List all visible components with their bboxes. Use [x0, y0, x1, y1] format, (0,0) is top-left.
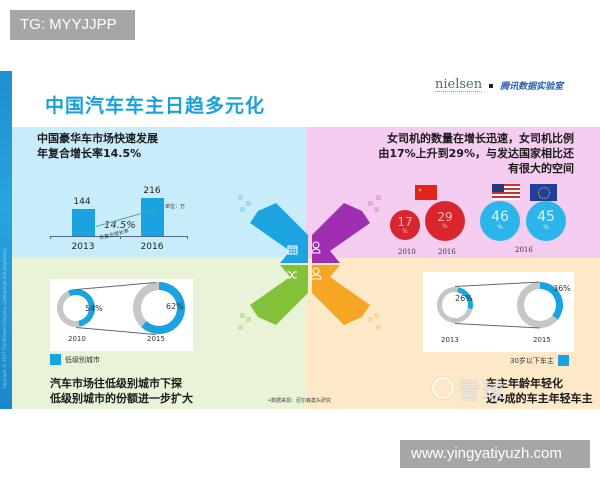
legend-label: 低级别城市 — [65, 355, 100, 364]
unit: % — [497, 224, 503, 231]
cagr-value: 14.5% — [104, 220, 136, 231]
unit: % — [543, 224, 549, 231]
center-x-graphic — [238, 195, 381, 330]
bar-2013 — [72, 209, 95, 236]
china-2010-circle: 17 % — [390, 210, 420, 240]
donut-year-2010: 2010 — [68, 335, 86, 343]
bl-heading-line1: 汽车市场往低级别城市下探 — [50, 377, 182, 390]
x-label-2016: 2016 — [140, 242, 164, 252]
china-2016-circle: 29 % — [425, 201, 465, 241]
bar-2016 — [141, 198, 164, 236]
brand-logos: nielsen 腾讯数据实验室 — [435, 77, 564, 92]
bl-heading-line2: 低级别城市的份额进一步扩大 — [50, 392, 193, 405]
br-heading: 车主年龄年轻化 近4成的车主年轻车主 — [486, 376, 593, 406]
br-heading-line1: 车主年龄年轻化 — [486, 377, 563, 390]
unit-label: 单位：万 — [165, 204, 186, 210]
value: 45 — [537, 209, 555, 225]
value: 17 — [397, 215, 413, 229]
nielsen-logo: nielsen — [435, 77, 483, 92]
watermark-text: 雪球 — [458, 380, 507, 405]
axis-tick — [120, 236, 121, 239]
bl-heading: 汽车市场往低级别城市下探 低级别城市的份额进一步扩大 — [50, 376, 193, 406]
bl-legend: 低级别城市 — [50, 354, 100, 365]
year-2010: 2010 — [398, 248, 416, 256]
donut-label-2015-br: 36% — [553, 284, 571, 293]
tr-heading-line3: 有很大的空间 — [508, 162, 574, 175]
bar-value-2013: 144 — [73, 197, 91, 207]
year-2016-china: 2016 — [438, 248, 456, 256]
tl-heading-line1: 中国豪华车市场快速发展 — [37, 132, 158, 145]
tr-heading-line2: 由17%上升到29%，与发达国家相比还 — [378, 147, 574, 160]
legend-swatch — [557, 355, 569, 366]
donut-label-2010: 54% — [85, 304, 103, 313]
br-heading-line2: 近4成的车主年轻车主 — [486, 392, 593, 405]
year-2016-developed: 2016 — [515, 246, 533, 254]
donut-2015-br — [517, 282, 563, 328]
unit: % — [402, 228, 408, 235]
tr-heading: 女司机的数量在增长迅速，女司机比例 由17%上升到29%，与发达国家相比还 有很… — [378, 131, 574, 176]
bar-value-2016: 216 — [143, 186, 161, 196]
value: 46 — [491, 209, 509, 225]
top-tag: TG: MYYJJPP — [10, 10, 135, 40]
legend-swatch — [50, 354, 61, 365]
axis-tick — [187, 236, 188, 239]
legend-label: 30岁以下车主 — [510, 356, 554, 365]
tl-heading: 中国豪华车市场快速发展 年复合增长率14.5% — [37, 131, 158, 161]
axis-tick — [50, 236, 51, 239]
x-axis — [50, 236, 188, 237]
infographic-slide: Copyright © 2017 The Nielsen Company. Co… — [0, 71, 600, 409]
usa-flag-icon — [492, 184, 520, 200]
shuffle-icon — [284, 267, 300, 283]
usa-2016-circle: 46 % — [480, 201, 520, 241]
side-strip: Copyright © 2017 The Nielsen Company. Co… — [0, 71, 12, 409]
value: 29 — [437, 210, 453, 224]
donut-year-2015: 2015 — [147, 335, 165, 343]
tl-heading-line2: 年复合增长率14.5% — [37, 147, 142, 160]
china-flag-icon — [415, 185, 437, 200]
donut-year-2015-br: 2015 — [533, 336, 551, 344]
tencent-logo: 腾讯数据实验室 — [500, 82, 564, 92]
user-icon — [308, 265, 324, 281]
data-source: •数据来源：尼尔森案头研究 — [268, 398, 331, 404]
unit: % — [442, 223, 448, 230]
eu-2016-circle: 45 % — [526, 201, 566, 241]
x-label-2013: 2013 — [71, 242, 95, 252]
separator-dot — [489, 83, 494, 88]
donut-year-2013: 2013 — [441, 336, 459, 344]
page-title: 中国汽车车主日趋多元化 — [45, 95, 266, 117]
calendar-icon — [284, 241, 300, 257]
female-user-icon — [308, 239, 324, 255]
donut-label-2015: 62% — [166, 302, 184, 311]
bottom-tag: www.yingyatiyuzh.com — [400, 440, 590, 468]
donut-2015 — [133, 282, 185, 334]
watermark-logo-icon — [432, 377, 454, 399]
tr-heading-line1: 女司机的数量在增长迅速，女司机比例 — [387, 132, 574, 145]
donut-label-2013: 26% — [455, 294, 473, 303]
eu-flag-icon — [530, 184, 557, 201]
br-legend: 30岁以下车主 — [510, 355, 569, 366]
